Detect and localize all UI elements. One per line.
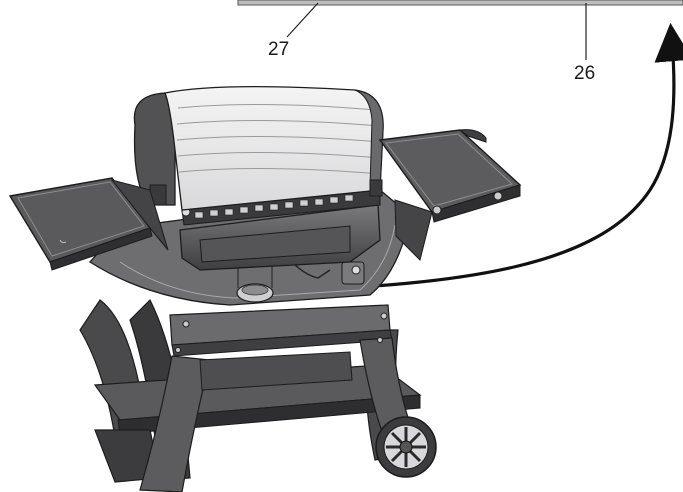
panel-top-edge — [237, 0, 683, 6]
leader-lines — [286, 2, 587, 60]
left-side-table — [8, 177, 169, 271]
callout-26: 26 — [574, 63, 596, 84]
wheel-icon — [375, 416, 437, 478]
leader-line-27 — [286, 2, 319, 38]
grill-lid — [133, 85, 384, 211]
cart-frame — [79, 298, 422, 492]
curved-arrow-icon — [271, 22, 683, 293]
callout-27: 27 — [268, 39, 290, 60]
right-side-table — [378, 129, 522, 261]
cook-box — [179, 185, 381, 271]
